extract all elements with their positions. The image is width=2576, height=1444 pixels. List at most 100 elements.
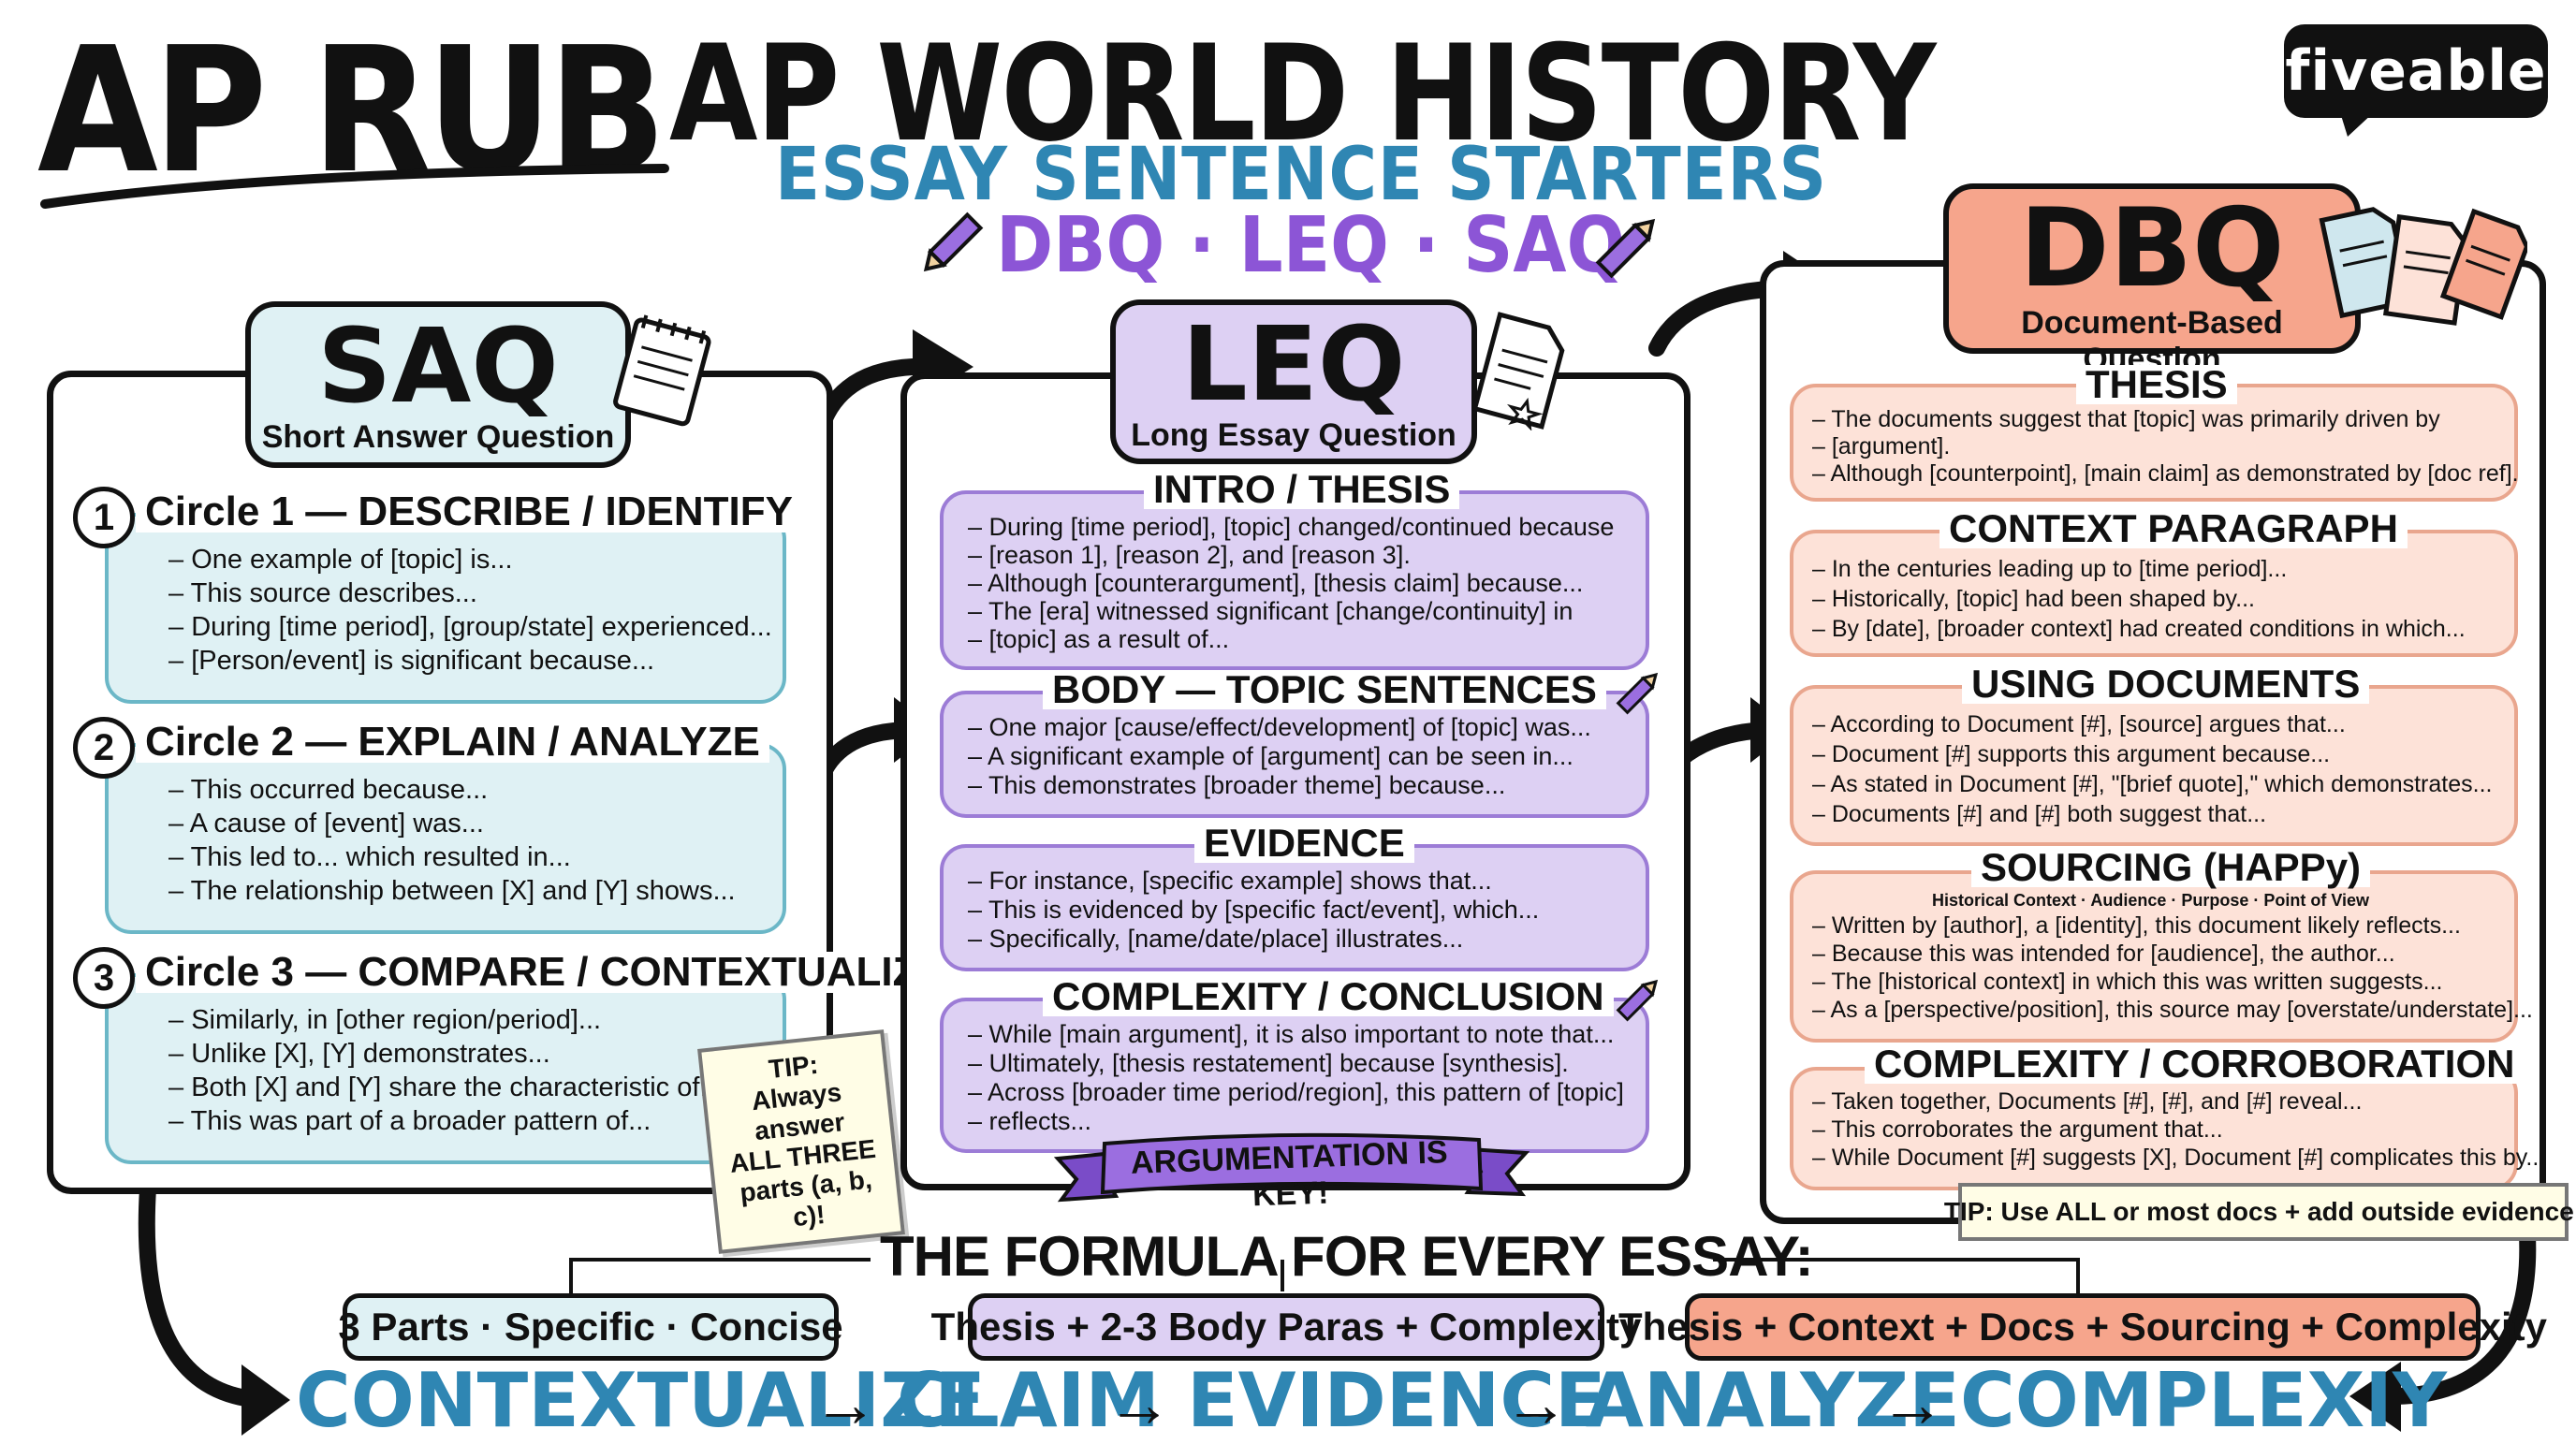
flow-step: ANALYZE	[1586, 1357, 1960, 1444]
arrow-right-icon: →	[1880, 1367, 1945, 1440]
arrow-right-icon: →	[1106, 1367, 1172, 1440]
page-title: AP WORLD HISTORY	[669, 17, 1936, 171]
sentence-starter: Historically, [topic] had been shaped by…	[1812, 584, 2466, 614]
sentence-starter: According to Document [#], [source] argu…	[1812, 709, 2492, 739]
sentence-starter: Unlike [X], [Y] demonstrates...	[168, 1037, 723, 1071]
speech-tail-icon	[2340, 112, 2374, 137]
fiveable-logo: fiveable	[2284, 24, 2548, 118]
sentence-starter: As stated in Document [#], "[brief quote…	[1812, 769, 2492, 799]
sentence-starter: Specifically, [name/date/place] illustra…	[968, 925, 1539, 954]
happy-note: Historical Context · Audience · Purpose …	[1932, 891, 2370, 910]
sentence-starter: [argument].	[1812, 433, 2519, 460]
sentence-starter: A significant example of [argument] can …	[968, 742, 1591, 771]
dbq-section-heading: COMPLEXITY / CORROBORATION	[1865, 1044, 2525, 1084]
saq-circle-number: 3	[73, 947, 135, 1009]
sentence-starter: The documents suggest that [topic] was p…	[1812, 406, 2519, 433]
sentence-starter: This is evidenced by [specific fact/even…	[968, 896, 1539, 925]
leq-badge-title: LEQ	[1181, 304, 1406, 424]
sentence-starter: As a [perspective/position], this source…	[1812, 996, 2532, 1024]
dbq-section-lines: Written by [author], a [identity], this …	[1812, 912, 2533, 1024]
formula-title: THE FORMULA FOR EVERY ESSAY:	[880, 1225, 1814, 1288]
page-subtitle: ESSAY SENTENCE STARTERS	[775, 133, 1827, 217]
sentence-starter: [Person/event] is significant because...	[168, 644, 772, 678]
formula-saq: 3 Parts · Specific · Concise	[338, 1293, 843, 1361]
saq-circle-number: 1	[73, 487, 135, 548]
sentence-starter: By [date], [broader context] had created…	[1812, 614, 2466, 644]
dbq-section-lines: Taken together, Documents [#], [#], and …	[1812, 1087, 2545, 1172]
sentence-starter: Although [counterargument], [thesis clai…	[968, 569, 1614, 597]
sentence-starter: Documents [#] and [#] both suggest that.…	[1812, 799, 2492, 829]
leq-badge-subtitle: Long Essay Question	[1131, 417, 1456, 453]
sentence-starter: Across [broader time period/region], thi…	[968, 1078, 1624, 1107]
documents-icon	[2319, 207, 2527, 326]
saq-badge-subtitle: Short Answer Question	[261, 419, 615, 455]
sentence-starter: This led to... which resulted in...	[168, 840, 736, 874]
flow-step: CLAIM	[897, 1357, 1160, 1444]
sentence-starter: One major [cause/effect/development] of …	[968, 713, 1591, 742]
sentence-starter: Although [counterpoint], [main claim] as…	[1812, 460, 2518, 488]
sentence-starter: The [era] witnessed significant [change/…	[968, 597, 1614, 625]
sentence-starter: The relationship between [X] and [Y] sho…	[168, 874, 736, 908]
sentence-starter: One example of [topic] is...	[168, 543, 772, 576]
flow-step: COMPLEXIY	[1960, 1357, 2447, 1444]
leq-section-heading: COMPLEXITY / CONCLUSION	[1043, 977, 1614, 1016]
saq-section-lines: This occurred because... A cause of [eve…	[168, 773, 736, 908]
sentence-starter: Similarly, in [other region/period]...	[168, 1003, 723, 1037]
sentence-starter: Taken together, Documents [#], [#], and …	[1812, 1087, 2545, 1116]
sentence-starter: During [time period], [group/state] expe…	[168, 610, 772, 644]
logo-underline	[40, 164, 669, 209]
flow-step: CONTEXTUALIZE	[296, 1357, 986, 1444]
pencil-icon	[923, 211, 984, 272]
sentence-starter: Because this was intended for [audience]…	[1812, 940, 2533, 968]
dbq-section-heading: USING DOCUMENTS	[1962, 664, 2370, 704]
leq-section-lines: One major [cause/effect/development] of …	[968, 713, 1591, 800]
sentence-starter: Document [#] supports this argument beca…	[1812, 739, 2492, 769]
dbq-section-heading: SOURCING (HAPPy)	[1971, 848, 2371, 887]
dbq-section-lines: The documents suggest that [topic] was p…	[1812, 406, 2519, 488]
leq-section-heading: EVIDENCE	[1194, 824, 1414, 863]
dbq-badge-title: DBQ	[2019, 185, 2285, 312]
sentence-starter: [reason 1], [reason 2], and [reason 3].	[968, 541, 1614, 569]
saq-circle-number: 2	[73, 717, 135, 779]
saq-badge: SAQ Short Answer Question	[245, 301, 631, 468]
sentence-starter: Ultimately, [thesis restatement] because…	[968, 1049, 1624, 1078]
leq-section-heading: INTRO / THESIS	[1144, 470, 1460, 509]
saq-badge-title: SAQ	[317, 306, 559, 426]
sentence-starter: This demonstrates [broader theme] becaus…	[968, 771, 1591, 800]
leq-badge: LEQ Long Essay Question	[1110, 299, 1477, 464]
dbq-section-heading: CONTEXT PARAGRAPH	[1939, 509, 2408, 548]
notepad-icon	[613, 314, 711, 427]
document-icon	[1471, 312, 1565, 430]
flow-step: EVIDENCE	[1187, 1357, 1606, 1444]
pencil-icon	[1616, 979, 1659, 1022]
arrow-right-icon: →	[1503, 1367, 1569, 1440]
saq-section-heading: Circle 1 — DESCRIBE / IDENTIFY	[136, 491, 802, 532]
dbq-badge: DBQ Document-Based Question	[1943, 183, 2361, 377]
dbq-section-heading: THESIS	[2076, 365, 2237, 404]
sentence-starter: This source describes...	[168, 576, 772, 610]
pencil-icon	[1595, 218, 1656, 279]
formula-dbq: Thesis + Context + Docs + Sourcing + Com…	[1618, 1293, 2547, 1361]
sentence-starter: reflects...	[968, 1107, 1624, 1136]
sentence-starter: This occurred because...	[168, 773, 736, 807]
leq-section-lines: During [time period], [topic] changed/co…	[968, 513, 1614, 653]
arrow-right-icon: →	[812, 1367, 878, 1440]
sentence-starter: While Document [#] suggests [X], Documen…	[1812, 1144, 2545, 1172]
sentence-starter: The [historical context] in which this w…	[1812, 968, 2533, 996]
sentence-starter: During [time period], [topic] changed/co…	[968, 513, 1615, 541]
sentence-starter: For instance, [specific example] shows t…	[968, 867, 1539, 896]
sentence-starter: Written by [author], a [identity], this …	[1812, 912, 2533, 940]
leq-section-lines: While [main argument], it is also import…	[968, 1020, 1624, 1136]
formula-leq: Thesis + 2-3 Body Paras + Complexity	[931, 1293, 1641, 1361]
sentence-starter: This corroborates the argument that...	[1812, 1116, 2545, 1144]
ribbon-banner	[1053, 1132, 1530, 1203]
sentence-starter: While [main argument], it is also import…	[968, 1020, 1624, 1049]
sentence-starter: Both [X] and [Y] share the characteristi…	[168, 1071, 722, 1104]
sentence-starter: [topic] as a result of...	[968, 625, 1614, 653]
pencil-icon	[1616, 672, 1659, 715]
essay-types: DBQ · LEQ · SAQ	[996, 201, 1626, 290]
sentence-starter: A cause of [event] was...	[168, 807, 736, 840]
saq-section-heading: Circle 3 — COMPARE / CONTEXTUALIZE	[136, 952, 955, 993]
leq-section-lines: For instance, [specific example] shows t…	[968, 867, 1539, 954]
